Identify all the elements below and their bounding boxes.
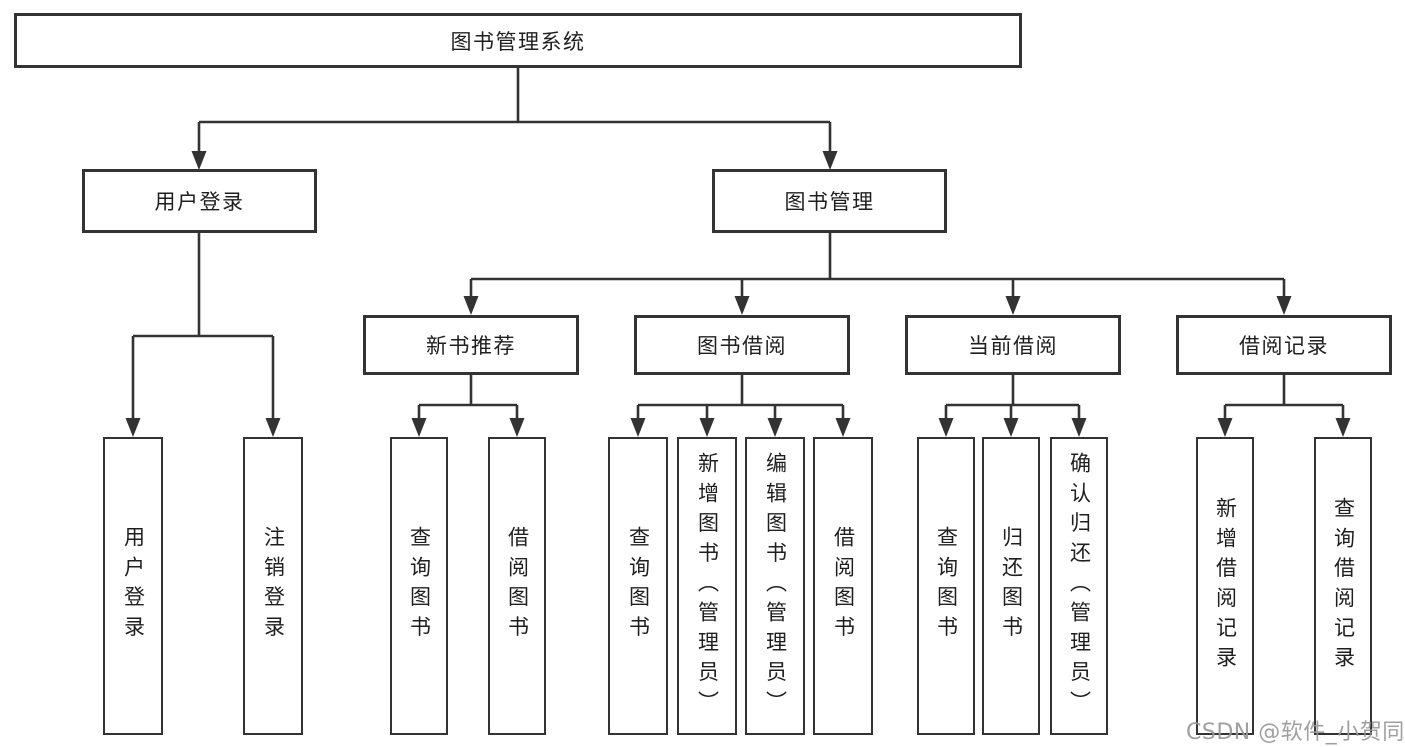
edge-userlogin-to-leaves: [131, 233, 275, 425]
node-borrow-records: 借阅记录: [1176, 315, 1392, 375]
csdn-watermark: CSDN @软件_小贺同学: [1186, 720, 1405, 745]
node-new-book-recommend: 新书推荐: [363, 315, 579, 375]
arrowheads: [125, 151, 1351, 437]
node-leaf-query-books: 查询图书: [390, 437, 448, 735]
node-book-borrow: 图书借阅: [634, 315, 850, 375]
edge-root-to-level2: [197, 68, 832, 158]
node-leaf-confirm-return-admin: 确认归还（管理员）: [1050, 437, 1108, 735]
node-current-borrow: 当前借阅: [905, 315, 1121, 375]
node-library-management-system: 图书管理系统: [14, 13, 1022, 68]
node-leaf-borrow-books-2: 借阅图书: [813, 437, 873, 735]
node-leaf-add-borrow-record: 新增借阅记录: [1196, 437, 1254, 735]
node-leaf-query-borrow-record: 查询借阅记录: [1314, 437, 1372, 735]
node-leaf-logout: 注销登录: [243, 437, 303, 735]
edge-newbook-to-leaves: [417, 375, 519, 425]
edge-records-to-leaves: [1223, 375, 1345, 425]
edge-bookborrow-to-leaves: [636, 375, 845, 425]
node-user-login: 用户登录: [82, 169, 317, 233]
edge-bookmgmt-to-level3: [469, 233, 1286, 303]
node-leaf-return-books: 归还图书: [982, 437, 1040, 735]
node-book-management: 图书管理: [712, 169, 947, 233]
node-leaf-borrow-query-books: 查询图书: [608, 437, 668, 735]
node-leaf-user-login: 用户登录: [103, 437, 163, 735]
node-leaf-add-books-admin: 新增图书（管理员）: [677, 437, 737, 735]
node-leaf-current-query-books: 查询图书: [917, 437, 975, 735]
edge-currentborrow-to-leaves: [944, 375, 1081, 425]
node-leaf-edit-books-admin: 编辑图书（管理员）: [745, 437, 805, 735]
node-leaf-borrow-books: 借阅图书: [488, 437, 546, 735]
